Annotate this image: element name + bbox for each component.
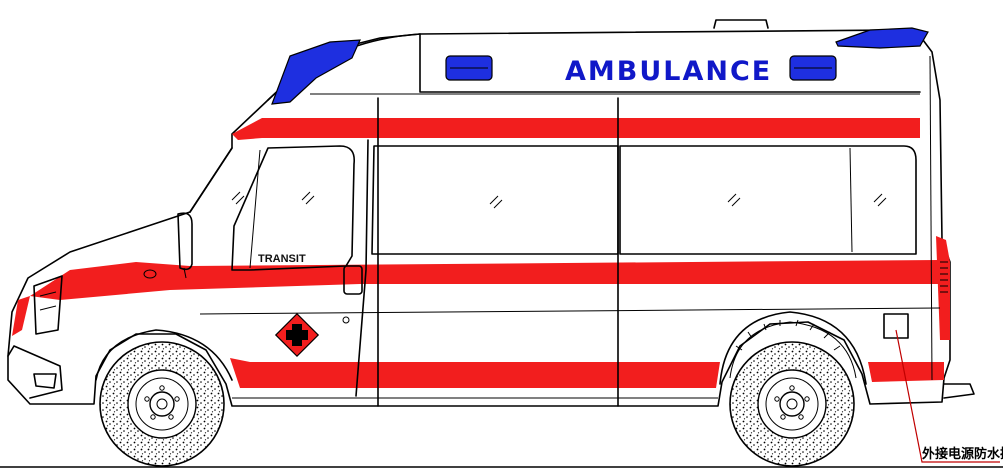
red-cross-emblem	[274, 312, 320, 358]
fog-lamp	[33, 373, 57, 389]
front-bumper	[7, 345, 63, 399]
rear-vent-grille	[940, 261, 948, 293]
external-power-socket	[883, 313, 909, 339]
side-repeater	[143, 269, 157, 279]
front-door-window-frame	[249, 149, 261, 269]
rear-wheel	[729, 341, 855, 467]
roof-vent	[713, 19, 769, 29]
windshield-line	[189, 147, 233, 213]
tail-light	[936, 236, 950, 340]
belt-line	[199, 307, 941, 315]
front-roof-beacon	[271, 39, 361, 105]
front-wheel-arch	[95, 329, 233, 381]
front-door-window	[231, 145, 356, 271]
rear-wheel-arch	[719, 311, 867, 385]
middle-red-stripe	[30, 260, 940, 300]
roof-module	[419, 33, 921, 93]
front-door-handle	[343, 265, 363, 295]
rear-red-stripe	[868, 362, 944, 382]
lower-red-stripe	[230, 358, 720, 388]
upper-red-stripe	[232, 118, 920, 140]
front-wheel	[99, 341, 225, 467]
rear-window-divider	[849, 147, 853, 253]
sliding-door-window	[371, 145, 619, 255]
rear-body-edge	[929, 55, 933, 381]
front-door-seam	[355, 139, 369, 397]
front-indicator	[12, 296, 30, 336]
fuel-flap	[342, 316, 350, 324]
callout-leader	[895, 329, 1000, 463]
callout-label: 外接电源防水插座	[921, 446, 1003, 462]
model-badge: TRANSIT	[258, 253, 306, 265]
rear-side-window	[619, 145, 917, 255]
glass-hatch-marks	[231, 191, 887, 209]
rear-roof-beacon	[835, 27, 929, 49]
rear-step	[943, 383, 975, 399]
side-mirror	[177, 212, 193, 271]
rear-wheel-arch-trim	[729, 321, 857, 379]
headlight	[33, 275, 63, 335]
roof-text: AMBULANCE	[565, 56, 772, 87]
